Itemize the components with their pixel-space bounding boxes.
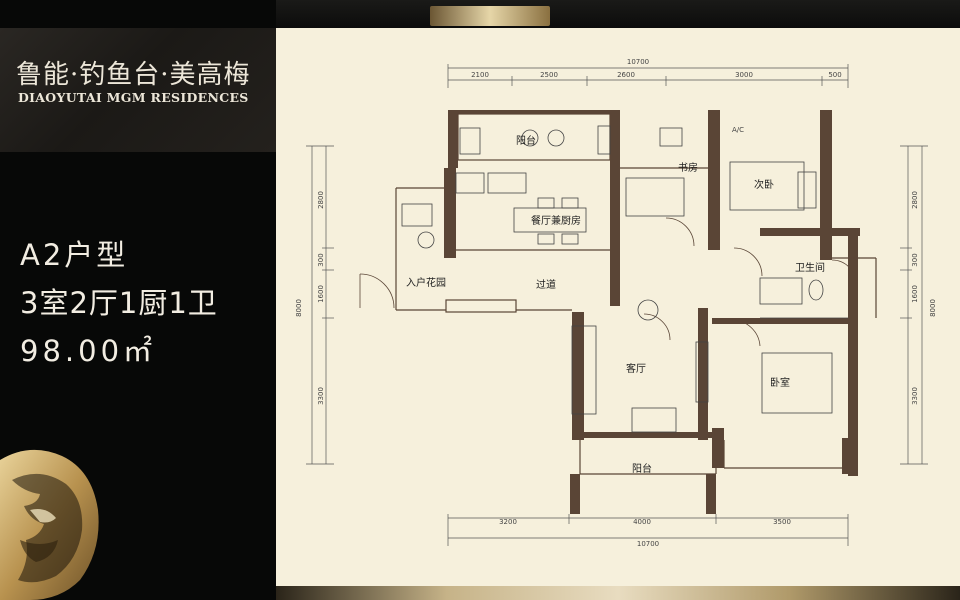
room-balcony-top: 阳台	[516, 134, 536, 147]
dim-top-3: 2600	[617, 71, 635, 79]
room-entry-garden: 入户花园	[406, 276, 446, 289]
unit-area: 98.00㎡	[20, 334, 157, 368]
dim-top-4: 3000	[735, 71, 753, 79]
room-dining-kitchen: 餐厅兼厨房	[531, 214, 581, 227]
room-bedroom: 卧室	[770, 376, 790, 389]
dim-left-2: 300	[317, 253, 325, 266]
dim-right-3: 1600	[911, 285, 919, 303]
room-corridor: 过道	[536, 278, 556, 291]
gold-ornament-top	[430, 6, 550, 26]
unit-rooms: 3室2厅1厨1卫	[20, 286, 218, 320]
floor-plan: 10700 2100 2500 2600 3000 500 3200 4000 …	[276, 28, 960, 586]
dim-left-total: 8000	[295, 299, 303, 317]
dim-top-5: 500	[828, 71, 841, 79]
room-balcony-bottom: 阳台	[632, 462, 652, 475]
dim-left-1: 2800	[317, 191, 325, 209]
floor-plan-drawing: 10700 2100 2500 2600 3000 500 3200 4000 …	[295, 58, 937, 548]
top-strip	[276, 0, 960, 28]
dim-right-2: 300	[911, 253, 919, 266]
dim-bottom-2: 4000	[633, 518, 651, 526]
room-study: 书房	[678, 161, 698, 174]
gold-ornament-bottom	[276, 586, 960, 600]
dim-left-4: 3300	[317, 387, 325, 405]
brand-name-cn: 鲁能·钓鱼台·美高梅	[16, 60, 251, 90]
dim-top-2: 2500	[540, 71, 558, 79]
dim-bottom-total: 10700	[637, 540, 659, 548]
dim-bottom-3: 3500	[773, 518, 791, 526]
dim-top-total: 10700	[627, 58, 649, 66]
dim-right-4: 3300	[911, 387, 919, 405]
left-panel: 鲁能·钓鱼台·美高梅 DIAOYUTAI MGM RESIDENCES A2户型…	[0, 0, 276, 600]
ac-label: A/C	[732, 126, 744, 134]
brand-banner: 鲁能·钓鱼台·美高梅 DIAOYUTAI MGM RESIDENCES	[0, 28, 276, 152]
lion-logo-icon	[0, 449, 99, 600]
unit-type: A2户型	[20, 238, 129, 272]
room-second-bedroom: 次卧	[754, 178, 774, 191]
dim-right-1: 2800	[911, 191, 919, 209]
room-bathroom: 卫生间	[795, 261, 825, 274]
room-living: 客厅	[626, 362, 646, 375]
dim-bottom-1: 3200	[499, 518, 517, 526]
dim-left-3: 1600	[317, 285, 325, 303]
dim-top-1: 2100	[471, 71, 489, 79]
brand-name-en: DIAOYUTAI MGM RESIDENCES	[18, 90, 249, 105]
dim-right-total: 8000	[929, 299, 937, 317]
